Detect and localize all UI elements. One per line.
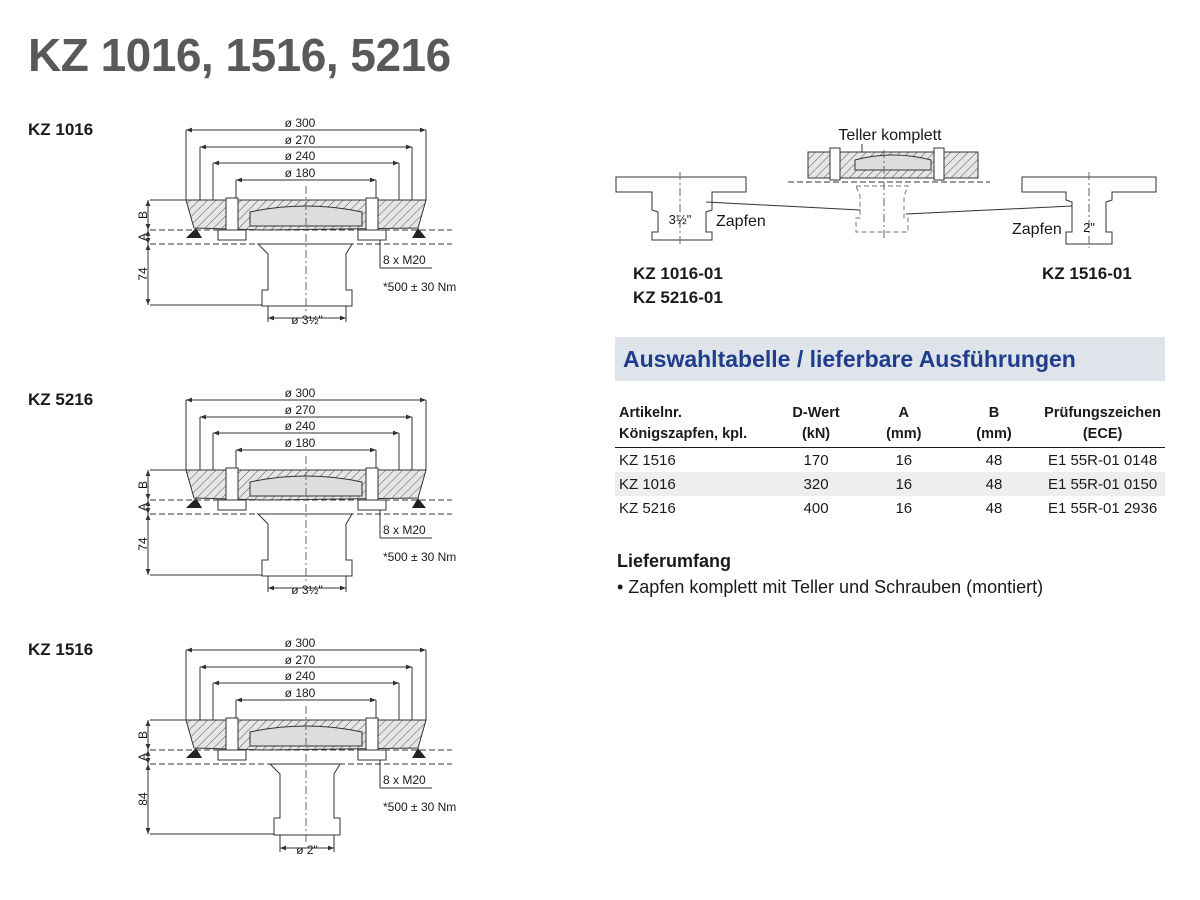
- scope-item: • Zapfen komplett mit Teller und Schraub…: [617, 577, 1044, 597]
- dim-d180: ø 180: [285, 166, 316, 180]
- left-variant-2: KZ 5216-01: [633, 288, 723, 307]
- label-b: B: [136, 731, 150, 739]
- right-variant: KZ 1516-01: [1042, 264, 1132, 283]
- table-row: KZ 5216 400 16 48 E1 55R-01 2936: [615, 496, 1165, 520]
- table-cell: 170: [803, 451, 829, 469]
- table-row: KZ 1016 320 16 48 E1 55R-01 0150: [615, 472, 1165, 496]
- dim-d180: ø 180: [285, 686, 316, 700]
- dim-d300: ø 300: [285, 116, 316, 130]
- table-cell: E1 55R-01 0148: [1047, 451, 1158, 469]
- page-title: KZ 1016, 1516, 5216: [28, 29, 451, 81]
- table-cell: 16: [895, 499, 913, 517]
- bolt-spec: 8 x M20: [383, 523, 426, 537]
- label-b: B: [136, 481, 150, 489]
- table-title-bar: Auswahltabelle / lieferbare Ausführungen: [615, 337, 1165, 381]
- exploded-assembly-drawing: Teller komplett 3½" Zapfen 2" Zapfen: [615, 127, 1157, 248]
- torque-spec: *500 ± 30 Nm: [383, 800, 456, 814]
- table-title: Auswahltabelle / lieferbare Ausführungen: [623, 346, 1076, 372]
- diagram-label-kz1016: KZ 1016: [28, 120, 94, 139]
- label-a: A: [136, 233, 150, 241]
- dim-d240: ø 240: [285, 149, 316, 163]
- dim-height: 74: [136, 537, 150, 551]
- table-row: KZ 1516 170 16 48 E1 55R-01 0148: [615, 448, 1165, 473]
- table-header-row: Artikelnr.Königszapfen, kpl. D-Wert(kN) …: [615, 403, 1165, 448]
- table-cell: 48: [985, 451, 1003, 469]
- label-a: A: [136, 753, 150, 761]
- dim-d300: ø 300: [285, 386, 316, 400]
- table-cell: 48: [947, 472, 1041, 496]
- dim-d270: ø 270: [285, 653, 316, 667]
- dim-pin: ø 3½": [291, 313, 323, 327]
- right-pin-size: 2": [1083, 220, 1095, 235]
- left-variant-1: KZ 1016-01: [633, 264, 723, 283]
- diagram-label-kz5216: KZ 5216: [28, 390, 94, 409]
- plate-label: Teller komplett: [838, 127, 942, 144]
- table-cell: E1 55R-01 0150: [1040, 472, 1165, 496]
- label-a: A: [136, 503, 150, 511]
- right-pin-callout: Zapfen: [1012, 221, 1062, 238]
- kingpin-drawing-kz1016: ø 300 ø 270 ø 240 ø 180 B A 74 8 x M20 *…: [136, 116, 456, 327]
- scope-title: Lieferumfang: [617, 551, 732, 571]
- dim-d300: ø 300: [285, 636, 316, 650]
- left-pin-callout: Zapfen: [716, 213, 766, 230]
- dim-d270: ø 270: [285, 403, 316, 417]
- table-cell: 320: [772, 472, 860, 496]
- left-pin-size: 3½": [669, 212, 692, 227]
- bolt-spec: 8 x M20: [383, 253, 426, 267]
- header-article: Artikelnr.Königszapfen, kpl.: [615, 403, 773, 448]
- header-b: B(mm): [947, 403, 1041, 448]
- table-cell: 16: [895, 451, 913, 469]
- table-cell: KZ 1516: [619, 451, 676, 469]
- table-cell: 16: [859, 472, 948, 496]
- kingpin-drawing-kz1516: ø 300 ø 270 ø 240 ø 180 B A 84 8 x M20 *…: [136, 636, 456, 857]
- dim-d270: ø 270: [285, 133, 316, 147]
- header-a: A(mm): [859, 403, 948, 448]
- dim-pin: ø 3½": [291, 583, 323, 597]
- torque-spec: *500 ± 30 Nm: [383, 550, 456, 564]
- diagram-label-kz1516: KZ 1516: [28, 640, 94, 659]
- bolt-spec: 8 x M20: [383, 773, 426, 787]
- header-d-value: D-Wert(kN): [772, 403, 860, 448]
- table-cell: 400: [803, 499, 829, 517]
- selection-table: Artikelnr.Königszapfen, kpl. D-Wert(kN) …: [615, 403, 1165, 520]
- dim-height: 84: [136, 792, 150, 806]
- kingpin-drawing-kz5216: ø 300 ø 270 ø 240 ø 180 B A 74 8 x M20 *…: [136, 386, 456, 597]
- table-cell: KZ 5216: [619, 499, 676, 517]
- dim-d180: ø 180: [285, 436, 316, 450]
- table-cell: 48: [985, 499, 1003, 517]
- table-cell: E1 55R-01 2936: [1047, 499, 1158, 517]
- dim-d240: ø 240: [285, 669, 316, 683]
- torque-spec: *500 ± 30 Nm: [383, 280, 456, 294]
- label-b: B: [136, 211, 150, 219]
- dim-d240: ø 240: [285, 419, 316, 433]
- dim-height: 74: [136, 267, 150, 281]
- dim-pin: ø 2": [296, 843, 318, 857]
- table-cell: KZ 1016: [615, 472, 773, 496]
- header-ece: Prüfungszeichen(ECE): [1040, 403, 1165, 448]
